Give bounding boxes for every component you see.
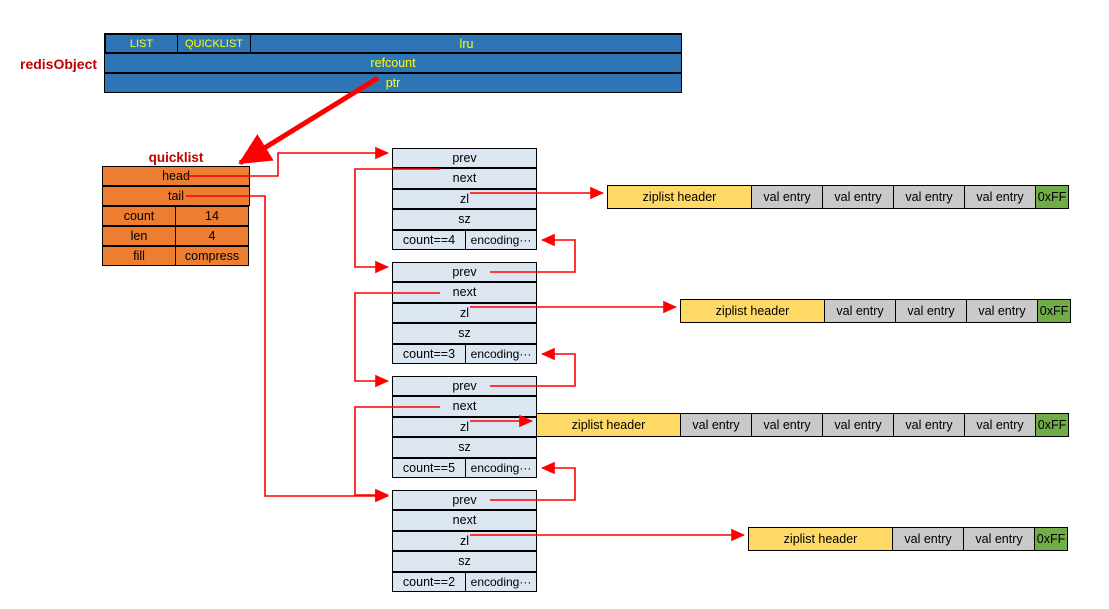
node-sz-row: sz bbox=[392, 437, 537, 458]
node-count-cell: count==3 bbox=[392, 343, 466, 364]
node-count-cell: count==4 bbox=[392, 229, 466, 250]
ziplist-end-marker: 0xFF bbox=[1035, 413, 1069, 437]
redis-object-ptr-row: ptr bbox=[104, 73, 682, 93]
ziplist-entry: val entry bbox=[964, 185, 1036, 209]
node-encoding-cell: encoding··· bbox=[465, 457, 537, 478]
node-encoding-cell: encoding··· bbox=[465, 229, 537, 250]
ziplist-entry: val entry bbox=[895, 299, 967, 323]
quicklist-node: prev next zl sz count==2 encoding··· bbox=[392, 490, 537, 592]
ziplist-entry: val entry bbox=[824, 299, 896, 323]
redis-object-row-1: LIST QUICKLIST lru bbox=[104, 33, 682, 53]
quicklist-node: prev next zl sz count==3 encoding··· bbox=[392, 262, 537, 364]
ziplist-entry: val entry bbox=[964, 413, 1036, 437]
ziplist-end-marker: 0xFF bbox=[1037, 299, 1071, 323]
ziplist-entry: val entry bbox=[822, 185, 894, 209]
redis-object-label: redisObject bbox=[20, 56, 98, 72]
ziplist-entry: val entry bbox=[893, 185, 965, 209]
node-zl-row: zl bbox=[392, 416, 537, 438]
redis-object-lru-cell: lru bbox=[250, 34, 681, 52]
ziplist-entry: val entry bbox=[893, 413, 965, 437]
ziplist-entry: val entry bbox=[892, 527, 964, 551]
redis-object-type-cell: LIST bbox=[105, 34, 178, 52]
quicklist-len-value: 4 bbox=[175, 226, 249, 246]
ziplist-entry: val entry bbox=[966, 299, 1038, 323]
ziplist: ziplist header val entry val entry val e… bbox=[607, 185, 1069, 209]
node-count-cell: count==5 bbox=[392, 457, 466, 478]
ziplist: ziplist header val entry val entry val e… bbox=[536, 413, 1069, 437]
ziplist-header: ziplist header bbox=[748, 527, 893, 551]
quicklist-count-value: 14 bbox=[175, 206, 249, 226]
node-encoding-cell: encoding··· bbox=[465, 343, 537, 364]
node-encoding-cell: encoding··· bbox=[465, 571, 537, 592]
ziplist: ziplist header val entry val entry val e… bbox=[680, 299, 1071, 323]
node-sz-row: sz bbox=[392, 323, 537, 344]
quicklist-label: quicklist bbox=[148, 150, 204, 165]
node-sz-row: sz bbox=[392, 209, 537, 230]
ziplist-header: ziplist header bbox=[680, 299, 825, 323]
node-sz-row: sz bbox=[392, 551, 537, 572]
ziplist-entry: val entry bbox=[680, 413, 752, 437]
ziplist-header: ziplist header bbox=[607, 185, 752, 209]
quicklist-head-row: head bbox=[102, 166, 250, 186]
ziplist-entry: val entry bbox=[963, 527, 1035, 551]
ziplist-entry: val entry bbox=[751, 185, 823, 209]
ziplist-end-marker: 0xFF bbox=[1034, 527, 1068, 551]
quicklist-compress-value: compress bbox=[175, 246, 249, 266]
redis-object-refcount-row: refcount bbox=[104, 53, 682, 73]
node-prev-row: prev bbox=[392, 148, 537, 169]
ziplist-header: ziplist header bbox=[536, 413, 681, 437]
quicklist-tail-row: tail bbox=[102, 186, 250, 206]
quicklist-fill-key: fill bbox=[102, 246, 176, 266]
ziplist-entry: val entry bbox=[751, 413, 823, 437]
node-prev-row: prev bbox=[392, 490, 537, 511]
node-next-row: next bbox=[392, 282, 537, 303]
node-next-row: next bbox=[392, 510, 537, 531]
node-zl-row: zl bbox=[392, 530, 537, 552]
node-zl-row: zl bbox=[392, 188, 537, 210]
redis-object-box: LIST QUICKLIST lru refcount ptr bbox=[104, 33, 682, 94]
node-next-row: next bbox=[392, 168, 537, 189]
quicklist-node: prev next zl sz count==5 encoding··· bbox=[392, 376, 537, 478]
ziplist-end-marker: 0xFF bbox=[1035, 185, 1069, 209]
node-count-cell: count==2 bbox=[392, 571, 466, 592]
redis-object-encoding-cell: QUICKLIST bbox=[177, 34, 251, 52]
quicklist-count-key: count bbox=[102, 206, 176, 226]
ziplist: ziplist header val entry val entry 0xFF bbox=[748, 527, 1068, 551]
node-prev-row: prev bbox=[392, 376, 537, 397]
quicklist-box: head tail count 14 len 4 fill compress bbox=[102, 166, 250, 266]
node-zl-row: zl bbox=[392, 302, 537, 324]
node-prev-row: prev bbox=[392, 262, 537, 283]
quicklist-node: prev next zl sz count==4 encoding··· bbox=[392, 148, 537, 250]
node-next-row: next bbox=[392, 396, 537, 417]
quicklist-len-key: len bbox=[102, 226, 176, 246]
ziplist-entry: val entry bbox=[822, 413, 894, 437]
